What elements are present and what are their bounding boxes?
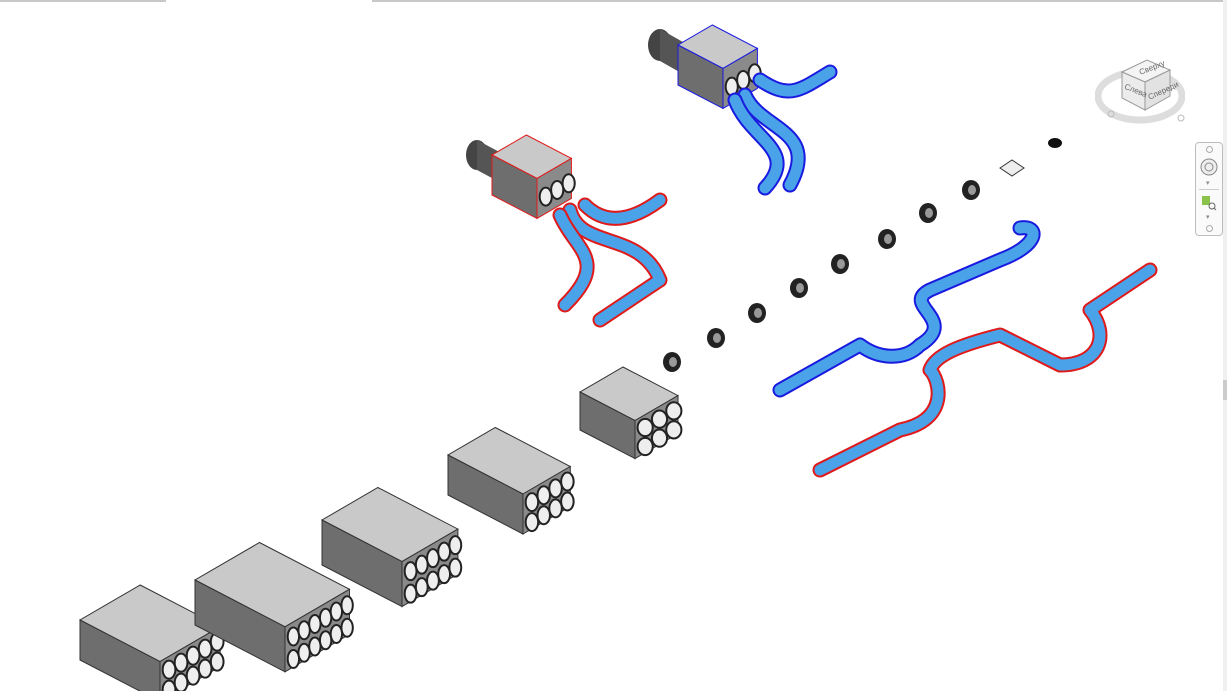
manifold-10b-outlet (426, 570, 440, 591)
return-pipe-2 (564, 204, 666, 326)
manifold-12-outlet (329, 601, 344, 622)
manifold-12-outlet (340, 595, 354, 616)
manifold-10-outlet (185, 665, 201, 686)
manifold-8-outlet (536, 505, 551, 526)
coupling-ring-hole (925, 208, 933, 218)
zoom-dropdown-icon[interactable]: ▾ (1206, 214, 1210, 221)
return-pipe-3 (554, 209, 593, 311)
manifold-8-outlet (548, 478, 563, 499)
manifold-12-outlet (308, 636, 322, 657)
coupling-ring-hole (669, 357, 677, 367)
navbar-divider (1199, 189, 1219, 190)
return-pipe-1 (579, 194, 666, 224)
scrollbar-thumb[interactable] (1223, 380, 1227, 400)
supply-pipe-2 (739, 89, 804, 191)
manifold-10b-outlet (414, 577, 429, 598)
manifold-10b-outlet (414, 554, 429, 575)
manifold-12-outlet (297, 620, 311, 641)
coupling-ring-hole (884, 234, 892, 244)
manifold-12-outlet (286, 648, 301, 669)
manifold-12-outlet (318, 607, 333, 628)
manifold-6-outlet (636, 436, 654, 457)
coupling-ring-hole (796, 283, 804, 293)
coupling-ring-hole (837, 259, 845, 269)
supply-pipe-1 (754, 66, 836, 97)
manifold-12-outlet (297, 642, 311, 663)
home-icon[interactable] (1107, 110, 1115, 118)
manifold-12-outlet (340, 617, 354, 638)
manifold-10b-outlet (448, 535, 463, 556)
manifold-8-outlet (524, 512, 540, 533)
manifold-8-outlet (548, 498, 563, 519)
manifold-10-outlet (197, 638, 213, 659)
return-riser (814, 264, 1156, 476)
manifold-6-outlet (665, 401, 683, 421)
manifold-8-outlet (536, 485, 551, 506)
manifold-10b-outlet (403, 561, 418, 582)
steering-wheel-dropdown-icon[interactable]: ▾ (1206, 180, 1210, 187)
supply-box-outlet (736, 69, 751, 90)
manifold-10-outlet (209, 651, 225, 672)
manifold-10-outlet (185, 645, 201, 666)
vertical-scrollbar[interactable] (1223, 0, 1227, 691)
manifold-6-outlet (636, 417, 654, 438)
navigation-bar: ▾ ▾ (1195, 142, 1223, 236)
manifold-10b-outlet (448, 557, 463, 578)
manifold-6-outlet (650, 409, 669, 429)
manifold-6-outlet (650, 428, 669, 448)
manifold-10b-outlet (426, 548, 440, 569)
tab-strip-left (0, 0, 166, 2)
manifold-8-outlet (560, 491, 575, 512)
manifold-10-outlet (173, 652, 189, 673)
manifold-12-outlet (329, 623, 344, 644)
supply-riser (774, 222, 1039, 396)
coupling-ring-hole (713, 333, 721, 343)
view-cube[interactable]: Сверху Слева Спереди (1095, 40, 1185, 132)
manifold-10b-outlet (437, 564, 452, 585)
manifold-10b-outlet (437, 541, 452, 562)
manifold-12-outlet (318, 630, 333, 651)
zoom-region-icon[interactable] (1201, 195, 1217, 211)
manifold-8-outlet (524, 492, 540, 513)
rotate-icon[interactable] (1177, 114, 1185, 122)
manifold-8-outlet (560, 471, 575, 492)
manifold-10-outlet (161, 679, 177, 691)
manifold-6-outlet (665, 420, 683, 440)
coupling-ring-hole (968, 185, 976, 195)
supply-pipe-3 (729, 94, 783, 194)
return-box-outlet (550, 179, 565, 200)
end-cap (1048, 138, 1062, 148)
coupling-ring-hole (754, 308, 762, 318)
navbar-close-icon[interactable] (1206, 146, 1213, 153)
tab-strip-right (372, 0, 1227, 2)
manifold-10b-outlet (403, 583, 418, 604)
view-cube-front-face[interactable] (1144, 69, 1171, 111)
manifold-12-outlet (308, 613, 322, 634)
manifold-10-outlet (197, 658, 213, 679)
manifold-10-outlet (173, 672, 189, 691)
return-box-outlet (561, 173, 576, 194)
flange-plate (999, 159, 1025, 177)
navbar-resize-icon[interactable] (1206, 225, 1213, 232)
manifold-12-outlet (286, 626, 301, 647)
return-box-outlet (538, 186, 553, 207)
steering-wheel-icon[interactable] (1199, 157, 1219, 177)
manifold-10-outlet (161, 659, 177, 680)
